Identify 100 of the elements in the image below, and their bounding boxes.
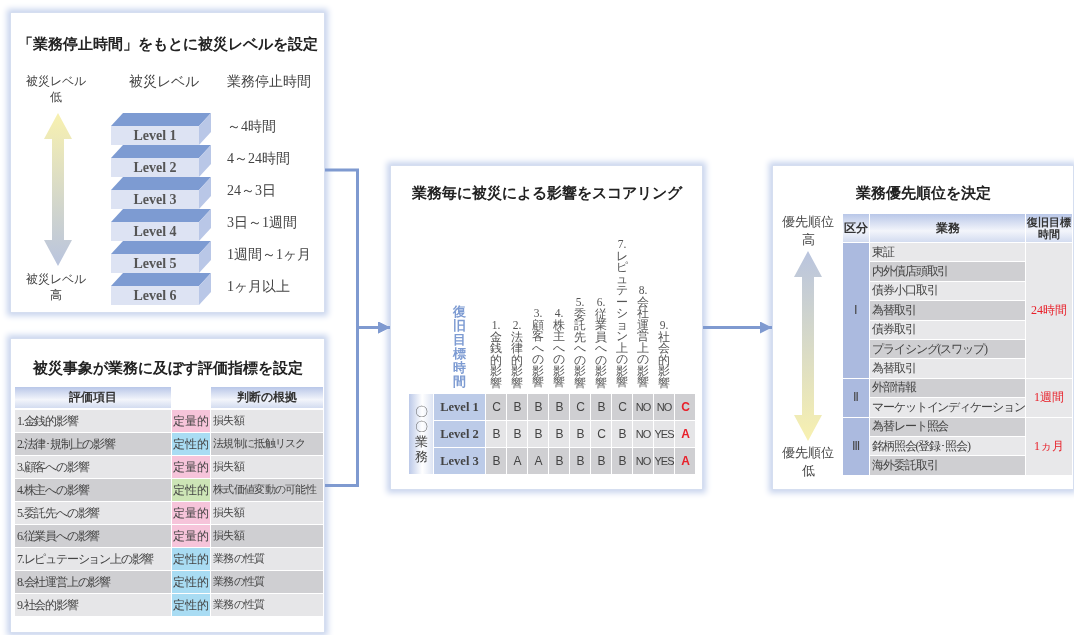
table-cell: C	[612, 394, 632, 420]
table-cell: YES	[654, 448, 674, 474]
column-header: 3.顧客への影響	[532, 308, 544, 389]
table-cell: B	[528, 394, 548, 420]
column-header: 7.レピュテーション上の影響	[616, 239, 628, 389]
table-cell: 定性的	[172, 433, 210, 455]
column-header: 復旧目標時間	[452, 305, 467, 389]
table-cell: 24時間	[1026, 243, 1072, 378]
table-cell: 2.法律･規制上の影響	[15, 433, 171, 455]
table-cell: 定性的	[172, 594, 210, 616]
column-header: 8.会社運営上の影響	[637, 285, 649, 389]
table-cell: A	[528, 448, 548, 474]
table-cell: B	[591, 394, 611, 420]
duration-text: 24～3日	[227, 182, 276, 200]
table-cell: B	[591, 448, 611, 474]
table-cell: 為替レート照会	[870, 417, 1025, 436]
table-cell: A	[675, 448, 695, 474]
table-cell: 1ヵ月	[1026, 417, 1072, 475]
table-cell: 1週間	[1026, 378, 1072, 417]
table-cell: 定量的	[172, 502, 210, 524]
panel-card	[772, 165, 1074, 490]
duration-text: ～4時間	[227, 118, 276, 136]
table-cell: 為替取引	[870, 359, 1025, 378]
table-cell: 銘柄照会(登録･照会)	[870, 437, 1025, 456]
panel-title: 被災事象が業務に及ぼす評価指標を設定	[31, 359, 304, 378]
column-header: 2.法律的影響	[511, 320, 523, 389]
scale-label: 被災レベル低	[25, 73, 87, 106]
table-cell: B	[612, 448, 632, 474]
table-cell: NO	[633, 421, 653, 447]
scale-label: 優先順位高	[781, 213, 835, 249]
table-cell: 為替取引	[870, 301, 1025, 320]
table-cell: 定性的	[172, 479, 210, 501]
table-cell: NO	[633, 448, 653, 474]
table-cell: 定量的	[172, 410, 210, 432]
table-cell: YES	[654, 421, 674, 447]
table-cell: 海外委託取引	[870, 456, 1025, 475]
table-cell: A	[675, 421, 695, 447]
table-cell: Level 1	[434, 394, 485, 420]
table-cell: B	[549, 421, 569, 447]
table-cell: 損失額	[211, 456, 323, 478]
table-cell: Ⅰ	[843, 243, 869, 378]
panel-card	[10, 12, 325, 313]
table-cell: B	[486, 448, 506, 474]
table-cell: B	[528, 421, 548, 447]
column-header: 業務停止時間	[226, 73, 312, 91]
table-header: 判断の根拠	[211, 387, 323, 408]
table-cell: 8.会社運営上の影響	[15, 571, 171, 593]
table-cell: Level 2	[434, 421, 485, 447]
table-cell: Ⅱ	[843, 378, 869, 417]
column-header: 被災レベル	[128, 73, 200, 91]
row-header: 〇〇業務	[409, 394, 433, 474]
table-header: 区分	[843, 214, 869, 242]
table-cell: 外部情報	[870, 378, 1025, 398]
table-cell: C	[675, 394, 695, 420]
table-cell: 業務の性質	[211, 571, 323, 593]
table-cell: A	[507, 448, 527, 474]
arrow	[703, 321, 772, 334]
panel-title: 「業務停止時間」をもとに被災レベルを設定	[16, 35, 319, 54]
table-cell: 3.顧客への影響	[15, 456, 171, 478]
table-cell: C	[570, 394, 590, 420]
table-cell: 4.株主への影響	[15, 479, 171, 501]
table-cell: 5.委託先への影響	[15, 502, 171, 524]
table-cell: B	[549, 394, 569, 420]
panel-card	[10, 338, 325, 633]
table-cell: C	[486, 394, 506, 420]
duration-text: 4～24時間	[227, 150, 290, 168]
table-cell: 定量的	[172, 525, 210, 547]
table-cell: B	[570, 421, 590, 447]
table-cell: NO	[633, 394, 653, 420]
table-cell: マーケットインディケーション	[870, 398, 1025, 417]
table-cell: B	[507, 394, 527, 420]
column-header: 6.従業員への影響	[595, 297, 607, 389]
table-cell: 債券取引	[870, 320, 1025, 339]
table-cell: B	[507, 421, 527, 447]
column-header: 4.株主への影響	[553, 308, 565, 389]
duration-text: 1週間～1ヶ月	[227, 246, 311, 264]
panel-card	[390, 165, 703, 490]
scale-label: 優先順位低	[781, 444, 835, 480]
table-cell: 業務の性質	[211, 594, 323, 616]
table-cell: 損失額	[211, 502, 323, 524]
panel-title: 業務毎に被災による影響をスコアリング	[410, 184, 684, 203]
table-cell: 定性的	[172, 548, 210, 570]
table-cell: B	[570, 448, 590, 474]
table-cell: 東証	[870, 243, 1025, 262]
table-cell: 定性的	[172, 571, 210, 593]
duration-text: 1ヶ月以上	[227, 278, 290, 296]
table-cell: 定量的	[172, 456, 210, 478]
table-cell: C	[591, 421, 611, 447]
table-cell: B	[486, 421, 506, 447]
table-cell: 法規制に抵触リスク	[211, 433, 323, 455]
table-cell: 6.従業員への影響	[15, 525, 171, 547]
arrow	[325, 321, 390, 487]
table-cell: NO	[654, 394, 674, 420]
table-cell: 1.金銭的影響	[15, 410, 171, 432]
table-cell: 9.社会的影響	[15, 594, 171, 616]
table-cell: 損失額	[211, 410, 323, 432]
table-header: 業務	[870, 214, 1025, 242]
table-cell: Level 3	[434, 448, 485, 474]
duration-text: 3日～1週間	[227, 214, 297, 232]
table-cell: 株式価値変動の可能性	[211, 479, 323, 501]
